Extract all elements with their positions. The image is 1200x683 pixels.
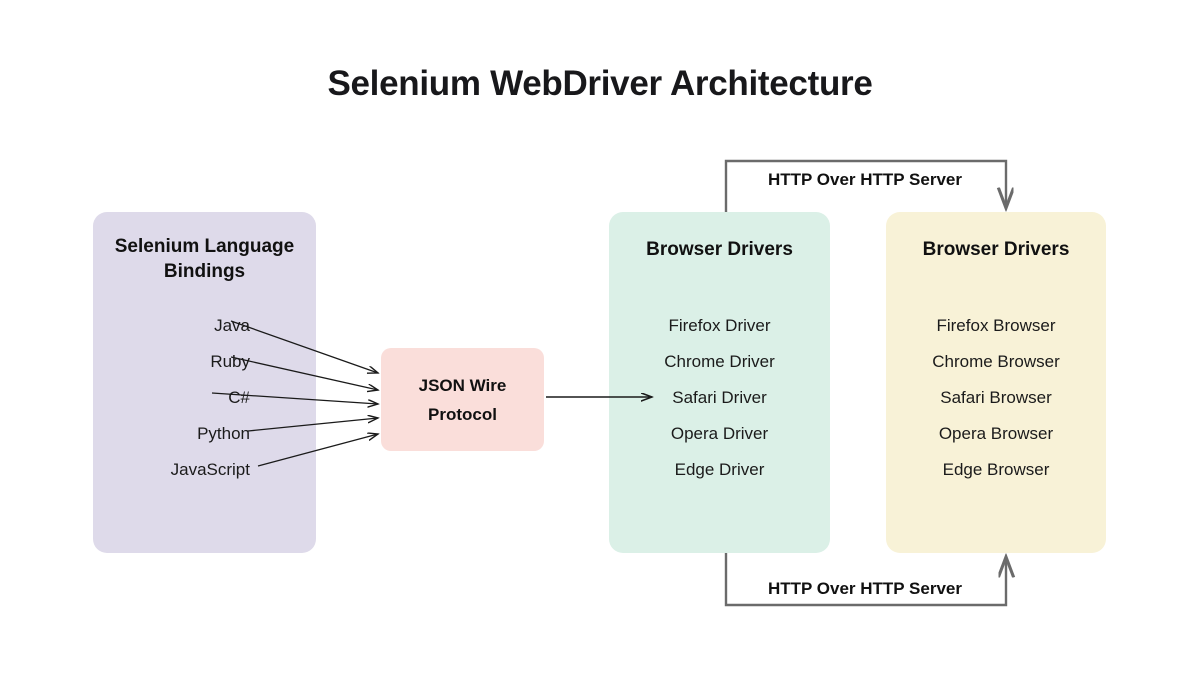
panel-title-bindings-line2: Bindings	[163, 261, 246, 282]
list-item-javascript: JavaScript	[170, 460, 250, 479]
panel-selenium-language-bindings: Selenium Language Bindings Java Ruby C# …	[93, 212, 316, 553]
panel-browser-drivers: Browser Drivers Firefox Driver Chrome Dr…	[609, 212, 830, 553]
browser-list: Firefox Browser Chrome Browser Safari Br…	[886, 308, 1106, 488]
list-item-edge-browser: Edge Browser	[942, 460, 1050, 479]
list-item-csharp: C#	[228, 388, 250, 407]
list-item-python: Python	[197, 424, 250, 443]
list-item-java: Java	[214, 316, 250, 335]
panel-title-drivers: Browser Drivers	[646, 239, 793, 260]
panel-title-bindings-line1: Selenium Language	[114, 236, 295, 257]
list-item-safari-browser: Safari Browser	[940, 388, 1052, 407]
list-item-opera-browser: Opera Browser	[938, 424, 1054, 443]
list-item-ruby: Ruby	[210, 352, 250, 371]
list-item-firefox-driver: Firefox Driver	[668, 316, 771, 335]
protocol-label-line1: JSON Wire	[418, 375, 507, 395]
list-item-chrome-browser: Chrome Browser	[932, 352, 1060, 371]
page-title: Selenium WebDriver Architecture	[327, 64, 873, 103]
panel-json-wire-protocol: JSON Wire Protocol	[381, 348, 544, 451]
panel-browsers: Browser Drivers Firefox Browser Chrome B…	[886, 212, 1106, 553]
list-item-firefox-browser: Firefox Browser	[936, 316, 1056, 335]
panel-title-browsers: Browser Drivers	[922, 239, 1070, 260]
browser-driver-list: Firefox Driver Chrome Driver Safari Driv…	[609, 308, 830, 488]
list-item-safari-driver: Safari Driver	[672, 388, 767, 407]
list-item-chrome-driver: Chrome Driver	[664, 352, 775, 371]
list-item-edge-driver: Edge Driver	[674, 460, 765, 479]
connector-label-http-bottom: HTTP Over HTTP Server	[767, 579, 962, 598]
protocol-label-line2: Protocol	[428, 404, 497, 424]
protocol-label: JSON Wire Protocol	[381, 348, 544, 451]
binding-language-list: Java Ruby C# Python JavaScript	[93, 308, 316, 488]
connector-label-http-top: HTTP Over HTTP Server	[767, 170, 962, 189]
panel-title-bindings: Selenium Language Bindings	[93, 234, 316, 284]
list-item-opera-driver: Opera Driver	[670, 424, 769, 443]
